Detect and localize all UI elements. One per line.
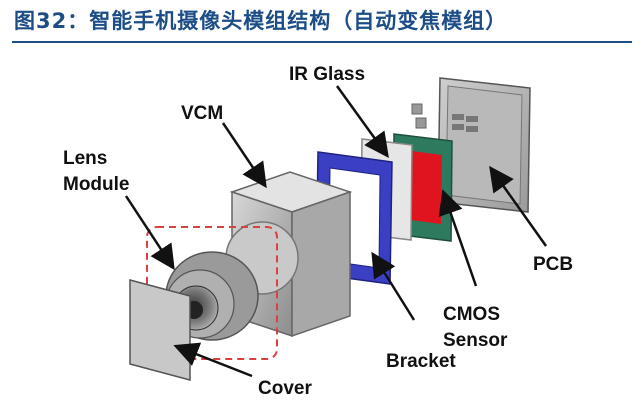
cmos-sensor-arrow xyxy=(438,189,478,287)
vcm-label: VCM xyxy=(181,103,223,124)
pcb-label: PCB xyxy=(533,254,573,275)
camera-module-diagram: IR Glass VCM Lens Module PCB CMOS Sensor… xyxy=(63,64,573,399)
ir-glass-arrow xyxy=(335,85,389,159)
cmos-sensor-label-line2: Sensor xyxy=(443,330,508,351)
cover xyxy=(129,279,191,381)
lens-module-label-line2: Module xyxy=(63,174,130,195)
pcb-arrow xyxy=(489,165,548,247)
title-divider xyxy=(12,41,632,43)
cover-label: Cover xyxy=(258,378,312,399)
ir-glass-label: IR Glass xyxy=(289,64,365,85)
lens-module-arrow xyxy=(124,195,175,271)
figure-title: 图32：智能手机摄像头模组结构（自动变焦模组） xyxy=(14,9,508,33)
vcm-arrow xyxy=(221,122,267,189)
bracket-arrow xyxy=(371,251,416,321)
lens-module-label-line1: Lens xyxy=(63,148,107,169)
cover-arrow xyxy=(173,342,253,378)
cmos-sensor-label-line1: CMOS xyxy=(443,304,500,325)
bracket-label: Bracket xyxy=(386,351,456,372)
